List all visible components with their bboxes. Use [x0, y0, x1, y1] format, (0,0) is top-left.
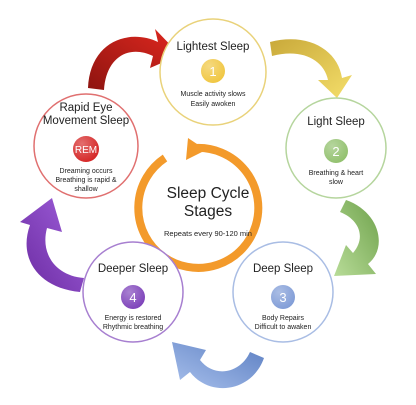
- stage-badge-label: 3: [279, 290, 286, 305]
- badge-shine: [73, 136, 99, 162]
- arrow-deeper-to-rem: [20, 198, 84, 292]
- badge-shine: [324, 139, 348, 163]
- stage-title: Deeper Sleep: [98, 263, 168, 275]
- badge-shine: [271, 285, 295, 309]
- stage-desc-line2: slow: [329, 179, 344, 186]
- stage-desc-line2: Difficult to awaken: [255, 324, 312, 331]
- stage-badge-label: 4: [129, 290, 136, 305]
- badge-shine: [201, 59, 225, 83]
- arrow-deep-to-deeper: [172, 342, 264, 389]
- center-title-line1: Sleep Cycle: [167, 185, 250, 202]
- stage-desc-line1: Dreaming occurs: [60, 168, 113, 175]
- stage-deep-sleep: Deep Sleep 3 Body Repairs Difficult to a…: [232, 241, 334, 343]
- stage-deeper-sleep: Deeper Sleep 4 Energy is restored Rhythm…: [82, 241, 184, 343]
- stage-title: Deep Sleep: [253, 263, 313, 275]
- center-cycle: Sleep Cycle Stages Repeats every 90-120 …: [134, 138, 263, 272]
- stage-desc-line1: Body Repairs: [262, 315, 305, 322]
- arrow-rem-to-lightest: [88, 29, 180, 90]
- arrow-light-to-deep: [334, 200, 379, 276]
- stage-badge-label: 1: [209, 64, 216, 79]
- badge-shine: [121, 285, 145, 309]
- arrow-lightest-to-light: [270, 39, 352, 98]
- stage-title-line1: Rapid Eye: [59, 102, 112, 114]
- center-subtitle: Repeats every 90-120 min: [164, 229, 252, 238]
- stage-lightest-sleep: Lightest Sleep 1 Muscle activity slows E…: [159, 18, 267, 126]
- stage-desc-line1: Breathing & heart: [309, 170, 364, 177]
- stage-desc-line1: Energy is restored: [105, 315, 162, 322]
- stage-title: Light Sleep: [307, 116, 365, 128]
- stage-desc-line2: Breathing is rapid &: [55, 177, 116, 184]
- stage-desc-line1: Muscle activity slows: [181, 91, 246, 98]
- stage-title-line2: Movement Sleep: [43, 115, 129, 127]
- stage-desc-line2: Easily awoken: [191, 101, 236, 108]
- stage-badge-label: REM: [75, 145, 97, 156]
- center-ring-arrow: [134, 143, 263, 272]
- stage-desc-line2: Rhythmic breathing: [103, 324, 163, 331]
- stage-desc-line3: shallow: [74, 186, 98, 193]
- center-title-line2: Stages: [184, 203, 233, 220]
- center-ring-arrowhead: [186, 138, 206, 160]
- stage-light-sleep: Light Sleep 2 Breathing & heart slow: [285, 97, 387, 199]
- stage-badge-label: 2: [332, 144, 339, 159]
- stage-title: Lightest Sleep: [177, 41, 250, 53]
- stage-rem-sleep: Rapid Eye Movement Sleep REM Dreaming oc…: [33, 93, 139, 199]
